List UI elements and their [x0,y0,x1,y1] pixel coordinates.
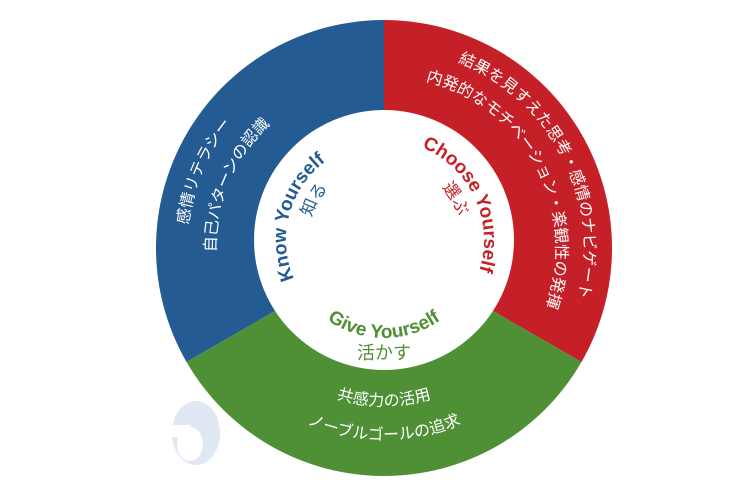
logo-watermark-icon [168,401,220,465]
inner-circle [254,110,514,370]
give-jp-label: 活かす [357,343,411,364]
